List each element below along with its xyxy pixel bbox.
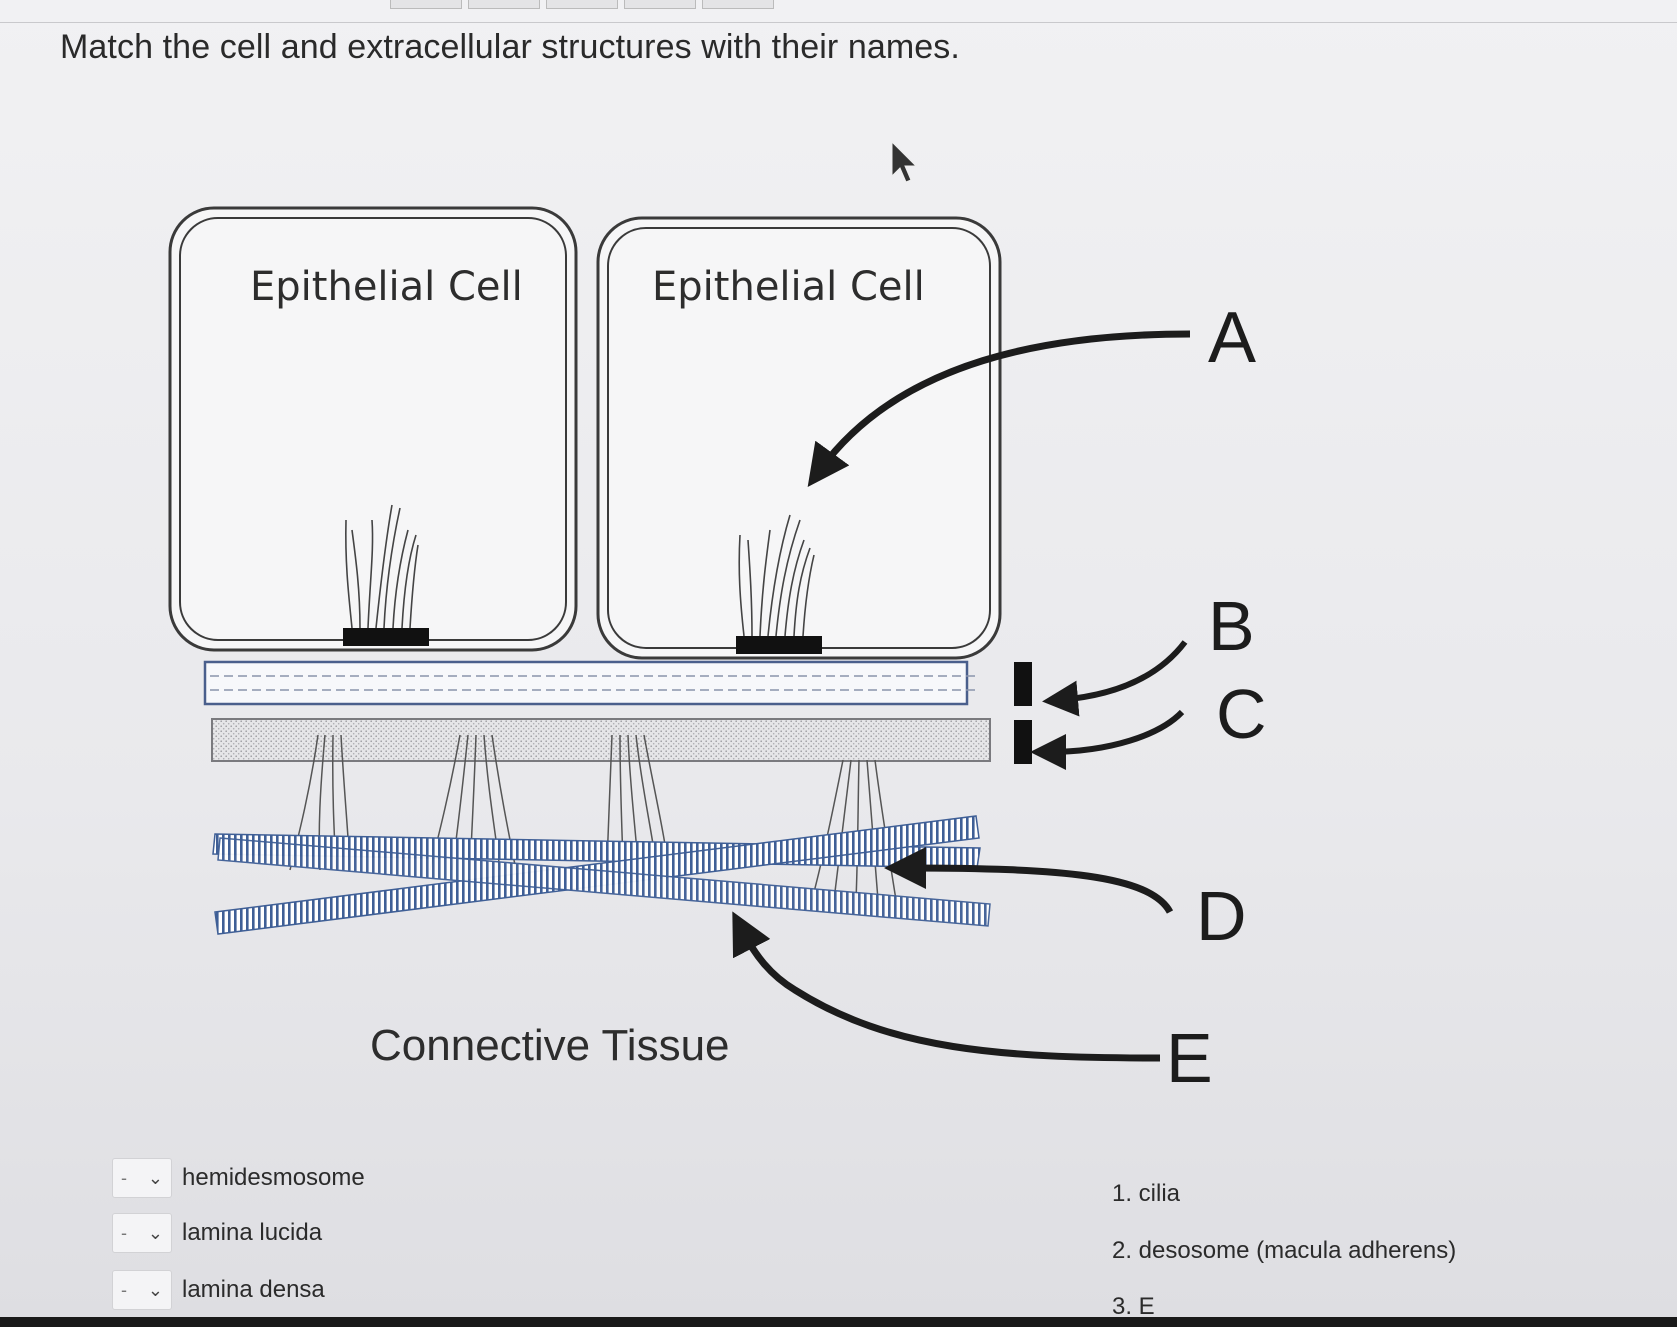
arrow-d	[884, 847, 1174, 914]
marker-c: C	[1216, 675, 1267, 753]
cell-left-label: Epithelial Cell	[250, 264, 523, 310]
chevron-down-icon: ⌄	[147, 1167, 163, 1188]
epithelial-cell-left	[168, 206, 578, 652]
epithelial-cell-right	[596, 216, 1002, 660]
arrow-a	[807, 330, 1191, 487]
answer-option-2: 2. desosome (macula adherens)	[1112, 1237, 1457, 1264]
marker-d: D	[1196, 877, 1247, 955]
hemidesmosome-right	[736, 514, 822, 654]
hemidesmosome-left	[343, 504, 429, 646]
match-label-hemidesmosome: hemidesmosome	[182, 1164, 365, 1191]
lamina-lucida	[203, 660, 980, 706]
match-select-value: -	[121, 1167, 127, 1188]
match-select-value: -	[121, 1279, 127, 1300]
match-select-value: -	[121, 1222, 127, 1243]
match-row-2: - ⌄ lamina lucida	[112, 1213, 322, 1253]
chevron-down-icon: ⌄	[147, 1279, 163, 1300]
marker-e: E	[1166, 1019, 1213, 1097]
lucida-marker-bar	[1014, 662, 1032, 706]
match-select-3[interactable]: - ⌄	[112, 1270, 172, 1310]
tissue-label: Connective Tissue	[370, 1021, 730, 1070]
collagen-fiber-3	[217, 837, 991, 927]
match-select-2[interactable]: - ⌄	[112, 1213, 172, 1253]
answer-option-1: 1. cilia	[1112, 1180, 1181, 1207]
marker-a: A	[1208, 298, 1256, 378]
match-label-lamina-lucida: lamina lucida	[182, 1219, 323, 1246]
arrow-c	[1030, 709, 1185, 770]
header-divider	[0, 22, 1677, 23]
marker-b: B	[1208, 587, 1255, 665]
mouse-cursor-icon	[891, 140, 918, 183]
cell-right-label: Epithelial Cell	[652, 264, 925, 310]
screen-bezel	[0, 1317, 1677, 1327]
question-text: Match the cell and extracellular structu…	[60, 28, 960, 66]
match-row-3: - ⌄ lamina densa	[112, 1270, 325, 1310]
arrow-b	[1042, 640, 1188, 717]
window-tabs	[390, 0, 774, 10]
match-select-1[interactable]: - ⌄	[112, 1158, 172, 1198]
chevron-down-icon: ⌄	[147, 1222, 163, 1243]
lamina-densa	[211, 718, 991, 762]
densa-marker-bar	[1014, 720, 1032, 764]
arrow-e	[732, 911, 1161, 1062]
answer-option-3: 3. E	[1112, 1293, 1155, 1320]
match-row-1: - ⌄ hemidesmosome	[112, 1158, 365, 1198]
match-label-lamina-densa: lamina densa	[182, 1276, 325, 1303]
